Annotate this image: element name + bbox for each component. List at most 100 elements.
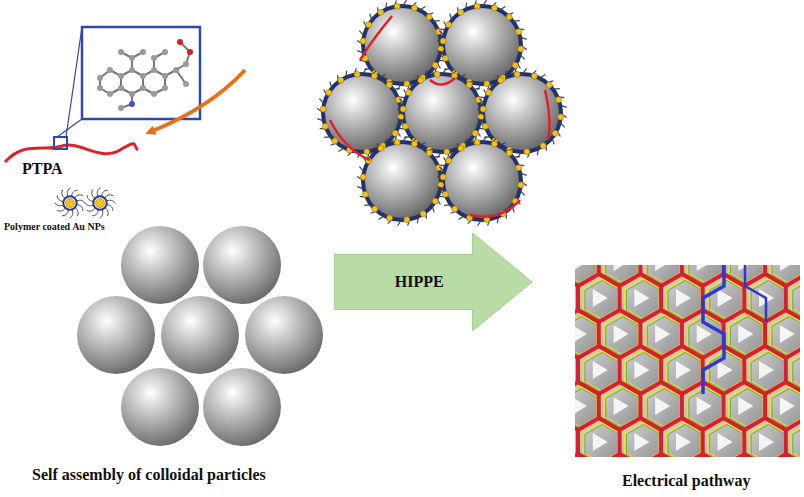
hex-cell — [599, 454, 641, 457]
polymer-hair — [458, 75, 465, 79]
polymer-hair — [392, 88, 400, 90]
au-particle — [326, 90, 332, 96]
polymer-hair — [74, 195, 83, 198]
electrical-path — [745, 265, 766, 322]
au-particle — [444, 149, 450, 155]
au-particle — [484, 81, 490, 87]
polymer-hair — [559, 121, 565, 127]
polymer-strand — [545, 90, 549, 140]
au-particle — [506, 14, 512, 20]
atom — [107, 91, 113, 97]
polymer-hair — [437, 187, 445, 190]
pore-highlight — [593, 361, 608, 379]
polymer-hair — [399, 99, 405, 105]
au-particle — [432, 62, 438, 68]
hex-coating — [771, 315, 801, 355]
polymer-hair — [552, 88, 560, 90]
electrical-path — [703, 265, 724, 394]
polymer-strand — [360, 16, 392, 60]
hex-cell — [575, 454, 599, 457]
hex-coating — [708, 423, 743, 457]
hex-coating — [584, 423, 619, 457]
hex-coating — [668, 425, 703, 458]
coating-ring — [441, 140, 523, 222]
polymer-hair — [506, 71, 507, 79]
polymer-hair — [386, 139, 387, 147]
polymer-hair — [498, 7, 505, 11]
polymer-hair — [490, 82, 492, 90]
polymer-hair — [479, 99, 485, 105]
au-particle — [486, 90, 492, 96]
au-particle — [531, 73, 537, 79]
au-particle — [360, 174, 366, 180]
polymer-hair — [432, 156, 440, 158]
pore-highlight — [676, 289, 691, 307]
hex-coating — [625, 423, 660, 457]
pore-highlight — [575, 397, 587, 415]
polymer-hair — [450, 14, 452, 22]
polymer-hair — [537, 147, 538, 155]
polymer-hair — [519, 37, 527, 40]
pore-highlight — [780, 397, 795, 415]
pore-highlight — [634, 361, 649, 379]
au-particle — [426, 14, 432, 20]
polymer-hair — [439, 167, 445, 173]
polymer-hair — [466, 3, 467, 11]
atom — [151, 91, 157, 97]
polymer-hair — [402, 0, 406, 7]
pore-highlight — [614, 325, 629, 343]
polymer-hair — [498, 143, 505, 147]
au-particle — [506, 150, 512, 156]
polymer-hair — [459, 215, 466, 219]
polymer-hair — [87, 208, 96, 211]
sphere — [245, 296, 323, 374]
polymer-hair — [346, 71, 347, 79]
polymer-hair — [62, 190, 65, 199]
polymer-hair — [418, 143, 425, 147]
atom — [118, 105, 124, 111]
hex-coating — [667, 423, 702, 457]
polymer-hair — [359, 31, 365, 37]
component-label: Polymer coated Au NPs — [4, 221, 105, 233]
au-particle — [558, 114, 564, 120]
atom — [118, 73, 124, 79]
au-particle — [426, 150, 432, 156]
polymer-hair — [519, 189, 525, 195]
pore-highlight — [697, 397, 712, 415]
au-particle — [366, 22, 372, 28]
hex-coating — [710, 425, 745, 458]
atom — [140, 49, 146, 55]
au-particle — [372, 206, 378, 212]
au-particle — [332, 138, 338, 144]
au-particle — [472, 130, 478, 136]
polymer-hair — [426, 71, 427, 79]
atom — [162, 85, 168, 91]
polymer-strand — [5, 144, 138, 162]
hex-coating — [771, 387, 801, 427]
sphere — [121, 368, 199, 446]
au-particle — [362, 191, 368, 197]
au-particle — [474, 139, 480, 145]
au-particle — [466, 82, 472, 88]
hex-cell — [578, 418, 620, 457]
polymer-hair — [75, 207, 78, 216]
au-particle — [387, 215, 393, 221]
pore-highlight — [655, 265, 670, 271]
atom — [151, 55, 157, 61]
au-particle — [480, 106, 486, 112]
polymer-hair — [522, 68, 526, 75]
atom — [129, 91, 135, 97]
atom — [140, 85, 146, 91]
polymer-hair — [357, 187, 365, 190]
polymer-hair — [538, 75, 545, 79]
pore-highlight — [575, 325, 587, 343]
au-particle — [518, 46, 524, 52]
polymer-hair — [319, 99, 325, 105]
polymer-hair — [370, 150, 372, 158]
au-particle — [512, 62, 518, 68]
atom — [129, 101, 135, 107]
pore-highlight — [717, 289, 732, 307]
au-core — [96, 199, 105, 208]
sphere — [365, 8, 439, 82]
